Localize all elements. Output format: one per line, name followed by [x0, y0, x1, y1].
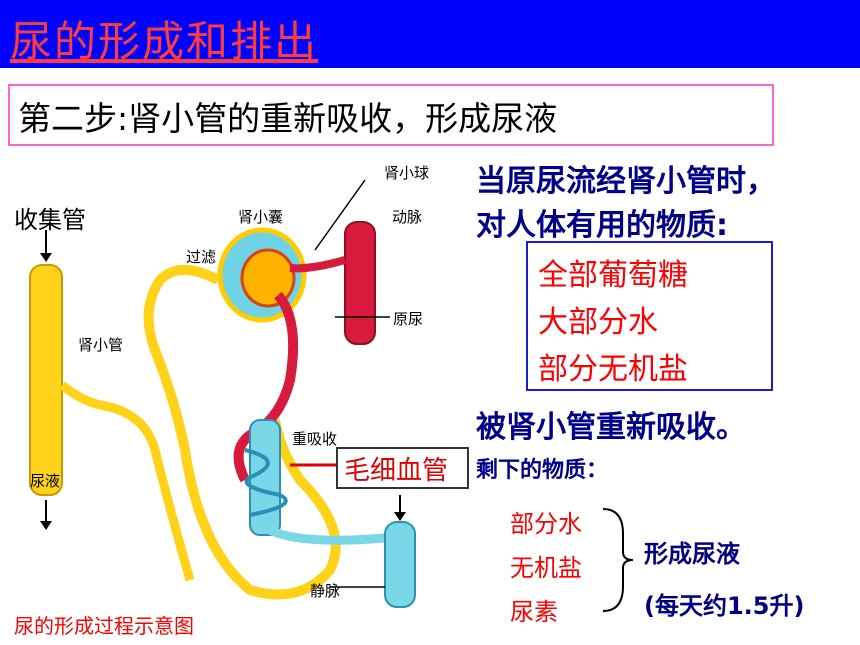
label-capsule: 肾小囊 [238, 208, 284, 226]
remain-salt: 无机盐 [510, 554, 582, 582]
label-primary-urine: 原尿 [393, 310, 424, 328]
item-glucose: 全部葡萄糖 [538, 258, 688, 293]
text-line-4: 剩下的物质： [476, 458, 609, 483]
label-artery: 动脉 [392, 208, 423, 226]
step-heading: 第二步:肾小管的重新吸收，形成尿液 [18, 99, 558, 138]
step-box [8, 84, 774, 146]
label-collecting-duct: 收集管 [14, 206, 86, 234]
slide-title: 尿的形成和排出 [10, 17, 319, 66]
label-filtration: 过滤 [186, 248, 217, 266]
title-bar [0, 0, 860, 68]
label-urine: 尿液 [30, 472, 61, 490]
renal-tubule-shape [143, 265, 341, 600]
vein-shape [384, 521, 416, 608]
item-salt: 部分无机盐 [538, 352, 688, 387]
collecting-duct-shape [29, 264, 63, 496]
efferent-vessel [233, 291, 299, 483]
artery-shape [344, 221, 376, 345]
remain-water: 部分水 [510, 510, 582, 538]
capillary-tube [249, 419, 281, 536]
label-glomerulus: 肾小球 [384, 164, 430, 182]
label-tubule: 肾小管 [78, 336, 124, 354]
capillary-box [336, 447, 469, 489]
item-water: 大部分水 [538, 305, 658, 340]
figure-caption: 尿的形成过程示意图 [14, 614, 194, 638]
brace-icon [602, 508, 634, 612]
connecting-tubule [59, 381, 195, 582]
glomerulus-shape [240, 248, 296, 308]
label-capillary: 毛细血管 [344, 456, 449, 486]
nephron-diagram [29, 179, 416, 608]
text-line-3: 被肾小管重新吸收。 [476, 410, 746, 445]
result-note: (每天约1.5升) [644, 592, 805, 620]
absorbed-box [526, 241, 773, 391]
remain-urea: 尿素 [510, 598, 558, 626]
text-line-1: 当原尿流经肾小管时， [476, 164, 776, 199]
label-vein: 静脉 [310, 582, 341, 600]
text-line-2: 对人体有用的物质: [476, 208, 728, 243]
result-text: 形成尿液 [644, 540, 740, 568]
label-reabsorption: 重吸收 [292, 430, 338, 448]
